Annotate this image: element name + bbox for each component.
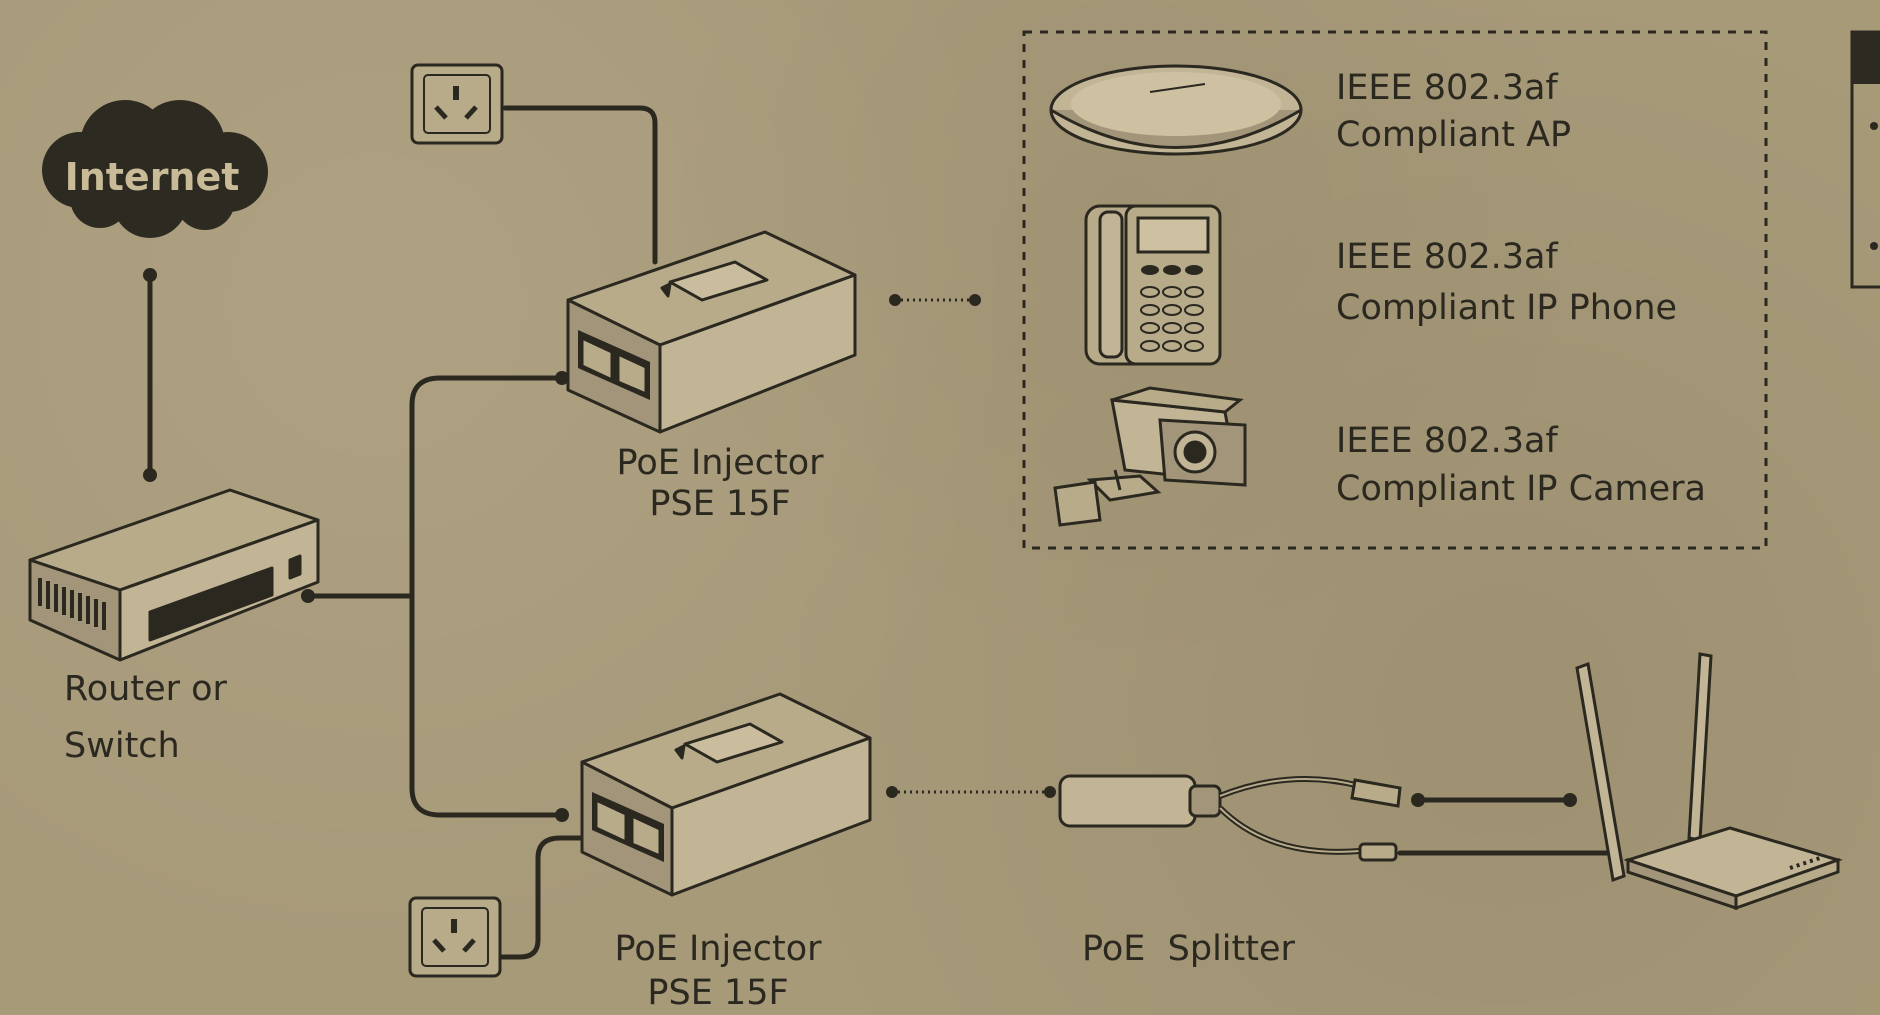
device-camera-line1: IEEE 802.3af — [1336, 421, 1558, 461]
internet-cloud: Internet — [42, 100, 268, 238]
dot — [555, 371, 569, 385]
router-label-line1: Router or — [64, 669, 228, 709]
device-phone-line1: IEEE 802.3af — [1336, 237, 1558, 277]
dot — [555, 808, 569, 822]
router-injectors-link — [305, 375, 563, 599]
dot — [301, 589, 315, 603]
router-label-line2: Switch — [64, 726, 180, 766]
dot — [1411, 793, 1425, 807]
ip-phone-icon — [1084, 204, 1222, 366]
injector-bottom-label-line1: PoE Injector — [614, 929, 822, 969]
compliant-devices-box — [1022, 30, 1768, 550]
internet-label: Internet — [65, 155, 240, 199]
outlet-bottom-cable — [497, 835, 593, 960]
edge-panel-fragment — [1850, 30, 1880, 289]
router-switch-device — [28, 488, 320, 662]
ip-camera-icon — [1053, 386, 1247, 527]
device-ap-line2: Compliant AP — [1336, 115, 1571, 155]
device-camera-line2: Compliant IP Camera — [1336, 469, 1706, 509]
dot — [143, 268, 157, 282]
power-outlet-top — [410, 63, 504, 145]
poe-dotted-ends — [886, 294, 1056, 798]
injector-bottom-label-line2: PSE 15F — [647, 973, 788, 1013]
connection-dots — [143, 268, 1577, 822]
dot — [143, 468, 157, 482]
power-outlet-bottom — [408, 896, 502, 978]
injector-top-label-line2: PSE 15F — [649, 484, 790, 524]
connection-lines — [147, 105, 1615, 960]
splitter-label: PoE Splitter — [1082, 929, 1295, 969]
poe-injector-bottom — [580, 692, 872, 897]
dot — [889, 294, 901, 306]
poe-dotted-links — [892, 298, 1050, 794]
dot — [1044, 786, 1056, 798]
device-ap-line1: IEEE 802.3af — [1336, 68, 1558, 108]
poe-splitter-icon — [1058, 774, 1402, 862]
dot — [886, 786, 898, 798]
dot — [969, 294, 981, 306]
poe-injector-top — [566, 230, 857, 434]
device-labels: IEEE 802.3af Compliant AP IEEE 802.3af C… — [1336, 68, 1706, 509]
router-bottom-injector-link — [409, 593, 563, 818]
injector-top-label-line1: PoE Injector — [616, 443, 824, 483]
wireless-router-icon — [1575, 652, 1843, 911]
dot — [1563, 793, 1577, 807]
device-phone-line2: Compliant IP Phone — [1336, 288, 1677, 328]
outlet-top-cable — [502, 105, 658, 265]
access-point-icon — [1049, 64, 1303, 156]
